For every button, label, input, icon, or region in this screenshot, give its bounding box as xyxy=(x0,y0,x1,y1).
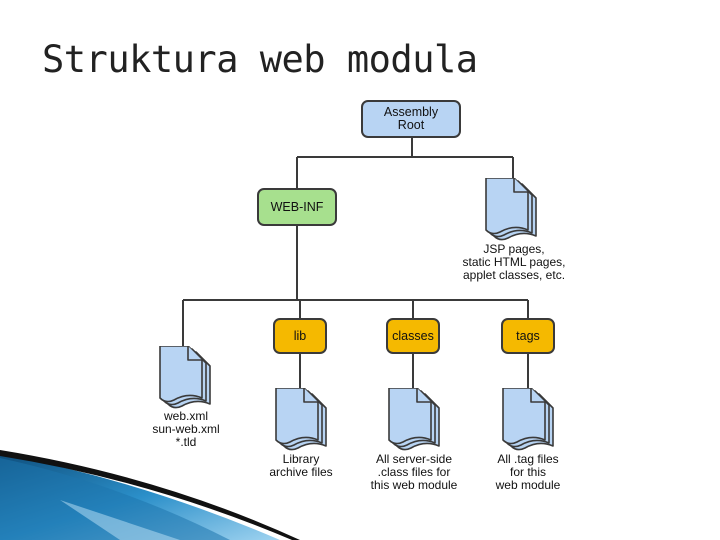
document-stack-icon xyxy=(275,388,327,451)
document-stack-icon xyxy=(502,388,554,451)
caption-line: *.tld xyxy=(175,435,197,449)
lib-caption: Library archive files xyxy=(269,453,332,479)
caption-line: Library xyxy=(282,452,320,466)
caption-line: sun-web.xml xyxy=(152,422,220,436)
caption-line: web module xyxy=(495,478,561,492)
tags-folder-node: tags xyxy=(501,318,555,354)
web-xml-caption: web.xml sun-web.xml *.tld xyxy=(152,410,219,449)
lib-label: lib xyxy=(293,328,307,343)
caption-line: All .tag files xyxy=(497,452,559,466)
assembly-root-node: Assembly Root xyxy=(361,100,461,138)
document-stack-icon xyxy=(159,346,211,409)
classes-label: classes xyxy=(392,328,434,343)
tags-caption: All .tag files for this web module xyxy=(496,453,561,492)
caption-line: .class files for xyxy=(377,465,451,479)
caption-line: static HTML pages, xyxy=(462,255,566,269)
document-stack-icon xyxy=(388,388,440,451)
classes-caption: All server-side .class files for this we… xyxy=(371,453,458,492)
caption-line: applet classes, etc. xyxy=(462,268,566,282)
jsp-pages-caption: JSP pages, static HTML pages, applet cla… xyxy=(463,243,566,282)
decorative-swoosh xyxy=(0,450,300,540)
slide-title: Struktura web modula xyxy=(42,38,478,81)
web-inf-node: WEB-INF xyxy=(257,188,337,226)
document-stack-icon xyxy=(485,178,537,241)
web-inf-label: WEB-INF xyxy=(270,199,324,214)
assembly-root-label: Assembly Root xyxy=(383,105,439,132)
classes-folder-node: classes xyxy=(386,318,440,354)
caption-line: for this xyxy=(509,465,546,479)
tags-label: tags xyxy=(516,328,540,343)
caption-line: JSP pages, xyxy=(483,242,545,256)
caption-line: web.xml xyxy=(163,409,209,423)
caption-line: archive files xyxy=(269,465,333,479)
caption-line: this web module xyxy=(370,478,458,492)
caption-line: All server-side xyxy=(375,452,453,466)
lib-folder-node: lib xyxy=(273,318,327,354)
